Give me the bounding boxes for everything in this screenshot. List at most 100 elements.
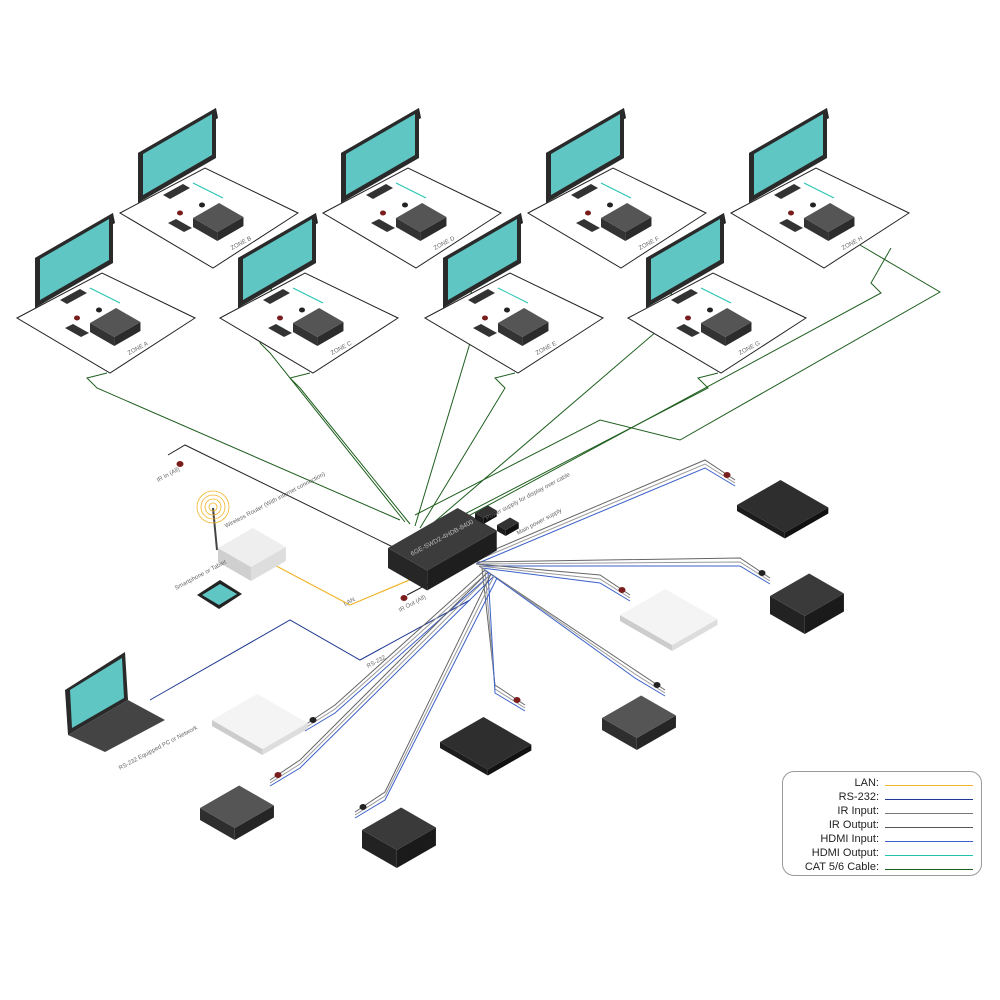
receiver-box-top (293, 308, 344, 337)
wifi-signal-icon (204, 498, 222, 516)
white-media-box (620, 589, 718, 651)
label-ir-in: IR In (All) (156, 467, 181, 484)
hdmi-output-line (292, 287, 324, 304)
hdmi-output-line (395, 182, 427, 199)
wifi-signal-icon (200, 494, 226, 520)
set-top-box-2-side (200, 808, 235, 840)
power-supply-display (475, 505, 497, 524)
laptop-screen (70, 658, 124, 728)
hdmi-output-line (192, 182, 224, 199)
remote-control-icon (576, 219, 600, 232)
monitor-stand (774, 184, 801, 199)
ir-emitter-icon (607, 202, 613, 208)
av-receiver-2-front (396, 827, 436, 868)
media-player-2-front (487, 744, 532, 776)
white-media-box-side (620, 615, 673, 651)
cat-cable (434, 247, 892, 535)
av-receiver-2-top (362, 807, 436, 850)
hub-switch-front (427, 530, 497, 591)
hdmi-output-line (600, 182, 632, 199)
legend-item: IR Output: (791, 818, 973, 832)
monitor-stand (671, 289, 698, 304)
ir-emitter-icon (513, 697, 521, 703)
legend-label: LAN: (854, 777, 879, 789)
legend-item: CAT 5/6 Cable: (791, 860, 973, 874)
ir-eye-icon (585, 210, 591, 216)
ir-emitter-icon (618, 587, 626, 593)
av-receiver-2 (362, 807, 436, 868)
receiver-box-side (498, 323, 523, 346)
remote-control-icon (168, 219, 192, 232)
device-cable (481, 567, 526, 706)
receiver-box-side (193, 218, 218, 241)
power-supply-display-side (475, 513, 484, 524)
legend-label: RS-232: (838, 791, 879, 803)
white-media-box-2 (212, 694, 308, 755)
ir-emitter-icon (299, 307, 305, 313)
remote-control-icon (676, 324, 700, 337)
receiver-box-side (396, 218, 421, 241)
main-power-supply-top (497, 517, 519, 530)
remote-control-icon (65, 324, 89, 337)
ir-eye-icon (277, 315, 283, 321)
legend-item: IR Input: (791, 804, 973, 818)
ir-emitter-icon (309, 717, 317, 723)
wireless-router-front (251, 547, 286, 581)
legend-item: HDMI Input: (791, 832, 973, 846)
set-top-box-2-front (234, 805, 274, 840)
receiver-box-front (725, 322, 752, 346)
media-player-2-top (440, 717, 532, 770)
monitor-screen (754, 114, 823, 195)
media-player-side (737, 505, 785, 539)
remote-control-icon (779, 219, 803, 232)
receiver-box-front (522, 322, 549, 346)
ir-emitter-icon (810, 202, 816, 208)
receiver-box-top (804, 203, 855, 232)
ir-emitter-icon (758, 570, 766, 576)
receiver-box-front (114, 322, 141, 346)
hdmi-output-line (700, 287, 732, 304)
monitor-stand (468, 289, 495, 304)
receiver-box-front (317, 322, 344, 346)
receiver-box (701, 308, 752, 346)
legend-label: HDMI Input: (820, 833, 879, 845)
receiver-box (396, 203, 447, 241)
white-media-box-front (672, 619, 718, 651)
receiver-box-top (498, 308, 549, 337)
media-player-2-side (440, 742, 488, 776)
monitor-stand (366, 184, 393, 199)
legend-item: LAN: (791, 776, 973, 790)
receiver-box-top (90, 308, 141, 337)
media-player (737, 480, 829, 539)
zone-c: ZONE C (218, 213, 400, 374)
zone-h: ZONE H (729, 108, 911, 269)
ir-eye-icon (74, 315, 80, 321)
monitor-screen (651, 219, 720, 300)
legend-label: IR Input: (837, 805, 879, 817)
ir-emitter-icon (723, 472, 731, 478)
monitor-stand (263, 289, 290, 304)
hub-switch-side (388, 548, 428, 591)
power-supply-display-front (483, 510, 497, 524)
remote-control-icon (268, 324, 292, 337)
receiver-box (193, 203, 244, 241)
main-power-supply-side (497, 525, 506, 536)
label-router: Wireless Router (With internet connectio… (224, 472, 326, 530)
smartphone-screen (202, 584, 237, 605)
receiver-box-front (625, 217, 652, 241)
av-receiver-top (770, 573, 844, 616)
laptop-keyboard (68, 700, 165, 752)
set-top-box-top (602, 695, 676, 738)
ir-emitter-icon (402, 202, 408, 208)
set-top-box (602, 695, 676, 750)
zone-e: ZONE E (423, 213, 605, 374)
legend-label: IR Output: (828, 819, 879, 831)
ir-out-emitter-icon (400, 595, 408, 601)
receiver-box (804, 203, 855, 241)
ir-emitter-icon (274, 772, 282, 778)
cat-cable (419, 372, 516, 529)
monitor-screen (346, 114, 415, 195)
